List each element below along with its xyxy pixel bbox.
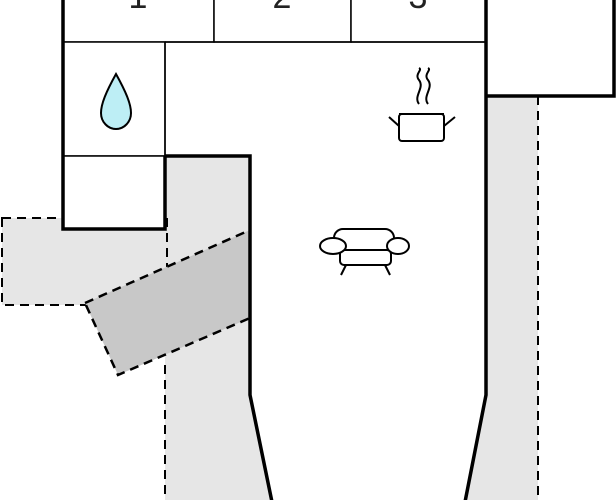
- wall-left-outer: [61, 0, 167, 231]
- room-number-2: 2: [273, 0, 292, 16]
- cooking-pot-icon: [388, 67, 456, 142]
- exterior-walls: [61, 0, 616, 500]
- bedroom-row: 1 2 3: [62, 0, 487, 43]
- wall-main-right-lower: [463, 96, 488, 500]
- storage-room: [62, 155, 166, 230]
- wall-main-left: [165, 154, 274, 500]
- terrace-right: [465, 96, 538, 500]
- stairs-ramp: [83, 228, 252, 377]
- outdoor-areas: [1, 96, 539, 500]
- sofa-icon: [319, 228, 410, 276]
- room-number-1: 1: [129, 0, 148, 16]
- wall-right-step: [486, 0, 616, 98]
- room-number-3: 3: [409, 0, 428, 16]
- water-drop-icon: [99, 71, 133, 131]
